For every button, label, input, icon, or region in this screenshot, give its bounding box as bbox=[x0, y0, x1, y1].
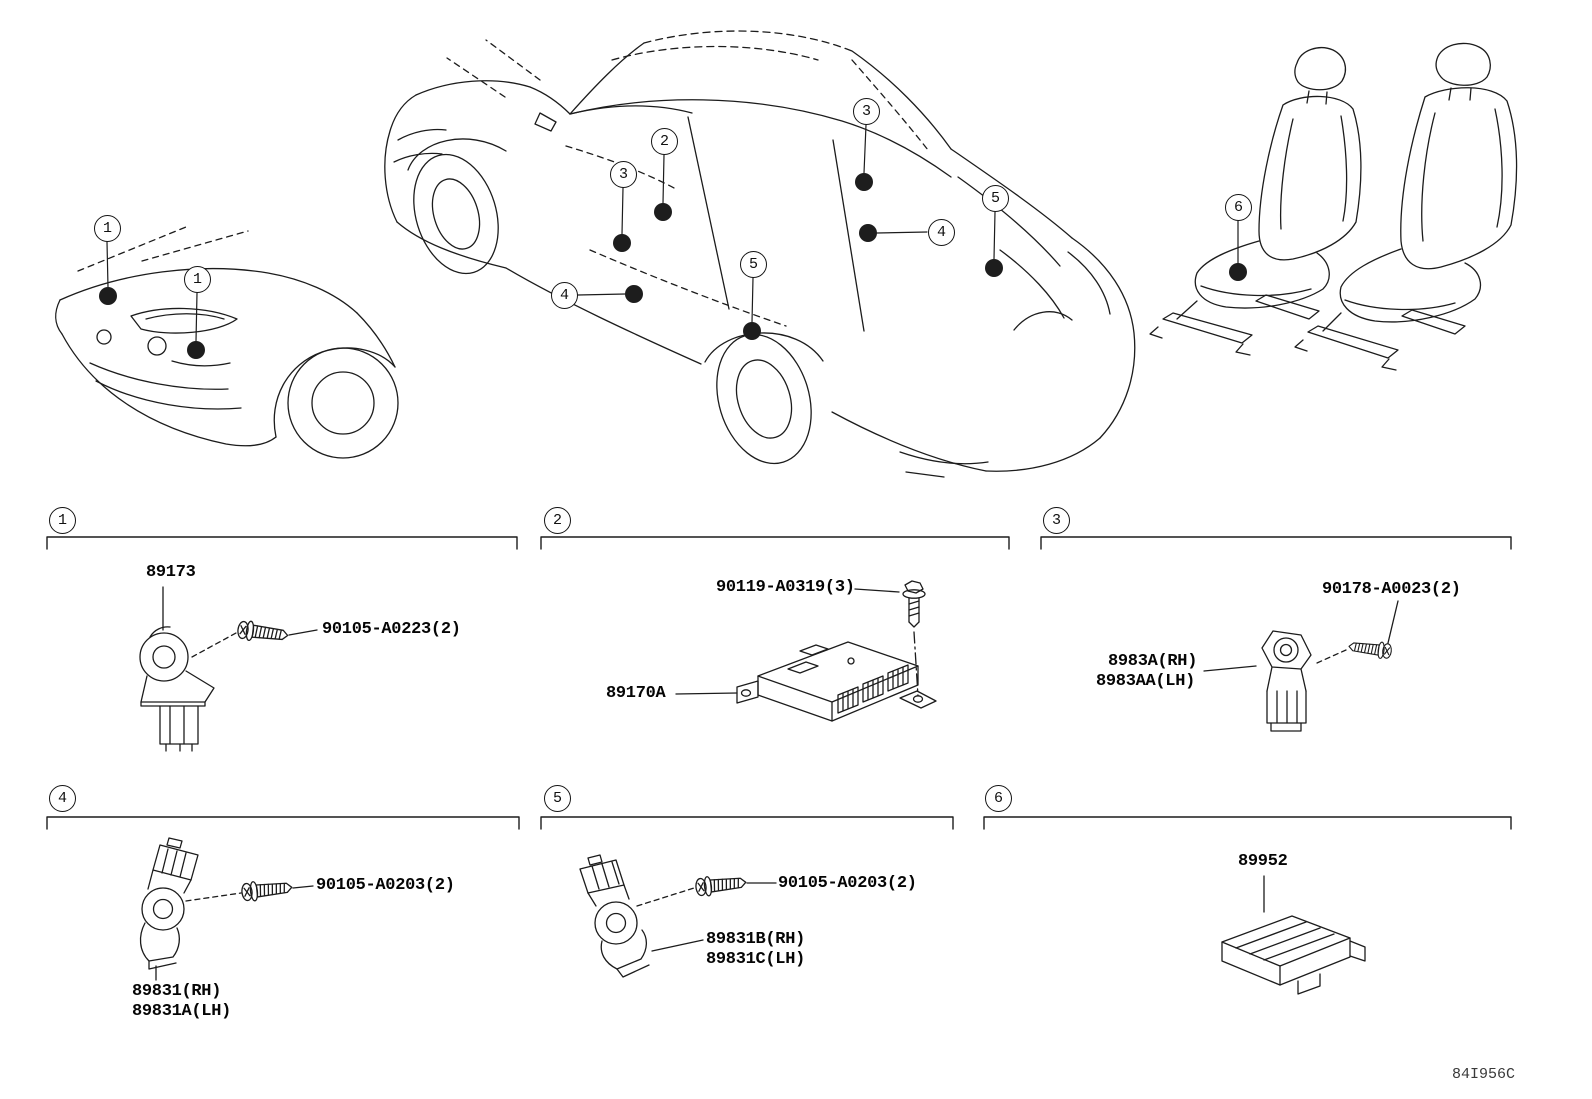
section-5-number: 5 bbox=[544, 785, 571, 812]
part-label-89952: 89952 bbox=[1238, 852, 1288, 871]
part-label-89831-rh: 89831(RH) bbox=[132, 982, 222, 1001]
callout-1-front-a: 1 bbox=[94, 215, 121, 242]
part-label-89831b-rh: 89831B(RH) bbox=[706, 930, 806, 949]
part-label-8983a-rh: 8983A(RH) bbox=[1108, 652, 1198, 671]
callout-1-front-b: 1 bbox=[184, 266, 211, 293]
airbag-control-module-drawing bbox=[675, 641, 937, 722]
part-label-89831c-lh: 89831C(LH) bbox=[706, 950, 806, 969]
callout-6-seat: 6 bbox=[1225, 194, 1252, 221]
callout-leaders bbox=[99, 124, 1247, 359]
section-2-number: 2 bbox=[544, 507, 571, 534]
callout-4-body-b: 4 bbox=[551, 282, 578, 309]
fastener-label-s2: 90119-A0319(3) bbox=[716, 578, 855, 597]
sensor-location-dots bbox=[99, 173, 1247, 359]
section-5-bracket bbox=[540, 816, 954, 830]
side-airbag-sensor-front-drawing bbox=[1203, 600, 1399, 732]
side-airbag-sensor-rear-drawing bbox=[139, 837, 314, 981]
section-6-number: 6 bbox=[985, 785, 1012, 812]
seat-ecu-drawing bbox=[1221, 875, 1366, 995]
callout-3-body-a: 3 bbox=[610, 161, 637, 188]
fastener-label-s4: 90105-A0203(2) bbox=[316, 876, 455, 895]
part-label-89173: 89173 bbox=[146, 563, 196, 582]
section-4-bracket bbox=[46, 816, 520, 830]
diagram-code: 84I956C bbox=[1452, 1066, 1516, 1083]
side-airbag-sensor-rear2-drawing bbox=[579, 854, 777, 978]
callout-4-body-a: 4 bbox=[928, 219, 955, 246]
callout-5-body-a: 5 bbox=[982, 185, 1009, 212]
section-1-bracket bbox=[46, 536, 518, 550]
part-label-8983aa-lh: 8983AA(LH) bbox=[1096, 672, 1196, 691]
fastener-label-s5: 90105-A0203(2) bbox=[778, 874, 917, 893]
callout-5-body-b: 5 bbox=[740, 251, 767, 278]
section-3-bracket bbox=[1040, 536, 1512, 550]
section-brackets bbox=[46, 536, 1512, 830]
section-2-bracket bbox=[540, 536, 1010, 550]
callout-2-body: 2 bbox=[651, 128, 678, 155]
front-seats-illustration bbox=[1149, 42, 1518, 371]
section-3-number: 3 bbox=[1043, 507, 1070, 534]
section-6-bracket bbox=[983, 816, 1512, 830]
section-1-number: 1 bbox=[49, 507, 76, 534]
front-bumper-illustration bbox=[55, 226, 399, 459]
part-label-89170a: 89170A bbox=[606, 684, 666, 703]
part-label-89831a-lh: 89831A(LH) bbox=[132, 1002, 232, 1021]
section-4-number: 4 bbox=[49, 785, 76, 812]
ecu-mount-bolt-drawing bbox=[854, 580, 926, 697]
callout-3-body-b: 3 bbox=[853, 98, 880, 125]
fastener-label-s1: 90105-A0223(2) bbox=[322, 620, 461, 639]
fastener-label-s3: 90178-A0023(2) bbox=[1322, 580, 1461, 599]
front-airbag-sensor-drawing bbox=[139, 586, 318, 752]
